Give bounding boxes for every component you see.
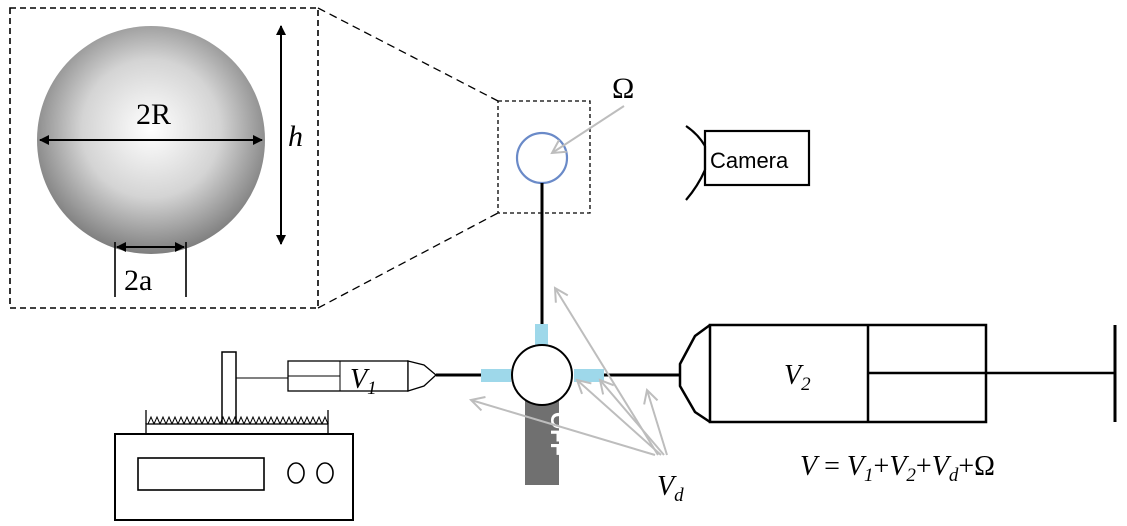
pump-display bbox=[137, 457, 265, 491]
droplet-inset: 2R h 2a bbox=[9, 7, 319, 309]
droplet-small bbox=[515, 131, 569, 185]
volume-equation: V = V1+V2+Vd+Ω bbox=[800, 451, 995, 486]
connector-top bbox=[535, 324, 548, 348]
syringe-1: V1 bbox=[236, 360, 437, 399]
contact-width-label: 2a bbox=[124, 264, 152, 297]
valve-off-label: OFF bbox=[546, 412, 571, 456]
syringe-pump bbox=[114, 351, 354, 521]
camera-label: Camera bbox=[710, 148, 789, 173]
droplet-diameter-label: 2R bbox=[136, 98, 171, 131]
zoom-line-top bbox=[317, 7, 499, 102]
omega-arrow bbox=[552, 105, 625, 153]
valve-body bbox=[511, 344, 573, 406]
connector-left bbox=[481, 369, 511, 382]
valve-handle bbox=[525, 397, 559, 485]
pump-screw-teeth bbox=[147, 415, 329, 425]
droplet-height-label: h bbox=[288, 120, 303, 153]
syringe-2: V2 bbox=[678, 323, 1117, 424]
four-way-valve: OFF bbox=[481, 324, 604, 485]
camera: Camera bbox=[685, 125, 811, 201]
omega-label: Ω bbox=[612, 72, 634, 105]
pump-screw-rail bbox=[145, 423, 329, 435]
syringe-1-volume-label: V1 bbox=[350, 364, 377, 399]
syringe-2-volume-label: V2 bbox=[784, 360, 811, 395]
droplet-zoom-box bbox=[497, 100, 591, 214]
pump-knob-1 bbox=[287, 462, 305, 484]
zoom-line-bottom bbox=[317, 212, 499, 309]
dead-volume-arrows bbox=[471, 288, 668, 456]
dead-volume-label: Vd bbox=[657, 471, 684, 506]
pump-knob-2 bbox=[316, 462, 334, 484]
